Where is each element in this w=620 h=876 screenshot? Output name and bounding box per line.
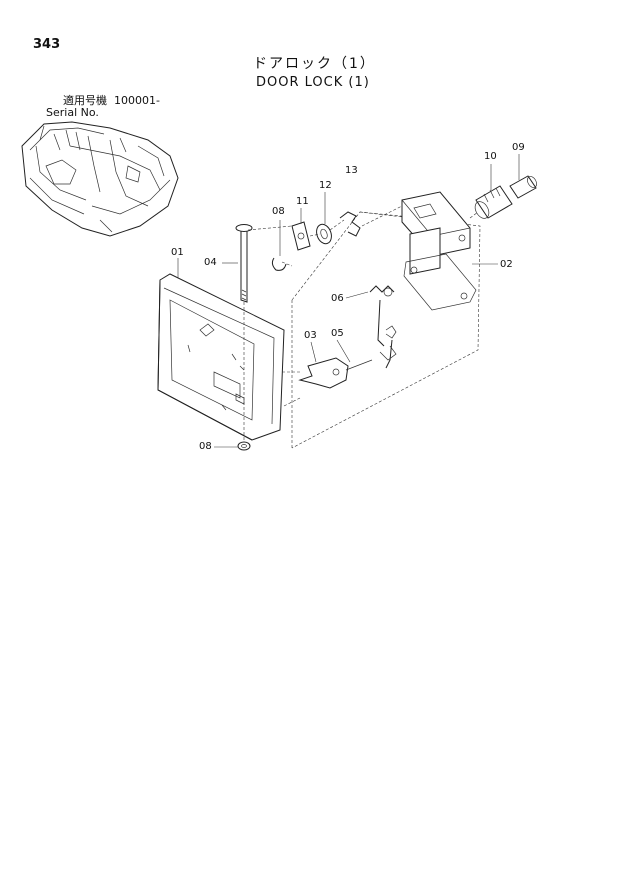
part-12-washer — [316, 223, 332, 245]
page-title: DOOR LOCK (1) — [256, 75, 370, 90]
serial-label-jp-text: 適用号機 — [63, 94, 107, 107]
part-06-spring — [369, 285, 395, 297]
page-number: 343 — [33, 37, 61, 52]
machine-locator-thumbnail — [21, 121, 179, 237]
callout-08-lower: 08 — [199, 441, 212, 452]
callout-01: 01 — [171, 247, 184, 258]
part-13-spring-clip — [339, 211, 361, 237]
page-title-japanese: ドアロック（1） — [253, 56, 376, 72]
callout-12: 12 — [319, 180, 332, 191]
callout-08-upper: 08 — [272, 206, 285, 217]
callout-05: 05 — [331, 328, 344, 339]
callout-06: 06 — [331, 293, 344, 304]
serial-range: 100001- — [114, 94, 160, 107]
part-08-clip-upper — [271, 257, 287, 271]
serial-label-japanese: 適用号機 100001- — [63, 95, 160, 106]
callout-04: 04 — [204, 257, 217, 268]
callout-02: 02 — [500, 259, 513, 270]
callout-09: 09 — [512, 142, 525, 153]
callout-13: 13 — [345, 165, 358, 176]
leader-lines — [177, 154, 520, 448]
callout-11: 11 — [296, 196, 309, 207]
part-11-nut-plate — [291, 221, 311, 251]
part-04-bolt — [235, 224, 253, 303]
assembly-paths — [243, 205, 479, 440]
part-08-nut-lower — [237, 441, 251, 451]
part-05-link-rod — [377, 299, 397, 369]
serial-label: Serial No. — [46, 106, 99, 119]
callout-10: 10 — [484, 151, 497, 162]
callout-03: 03 — [304, 330, 317, 341]
part-03-latch — [298, 345, 397, 389]
part-01-lock-plate — [157, 273, 285, 441]
part-02-handle-bracket — [401, 191, 477, 311]
part-09-key-cylinder — [509, 175, 537, 199]
part-10-cylinder-housing — [474, 185, 513, 219]
